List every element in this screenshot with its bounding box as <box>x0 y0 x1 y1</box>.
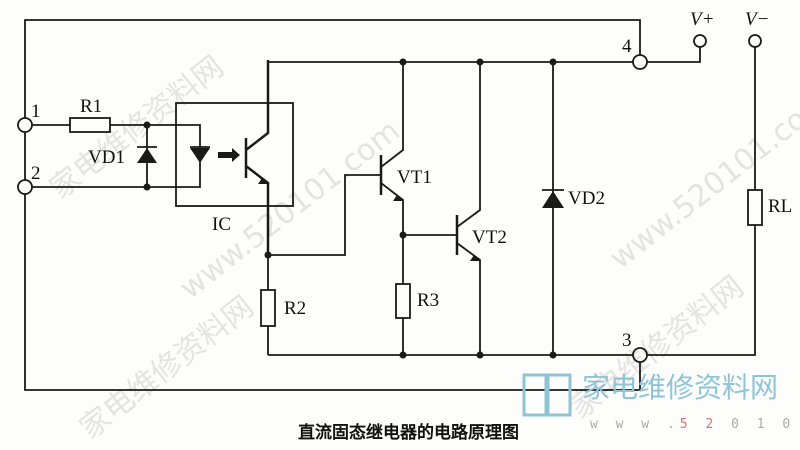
optocoupler-ic-box <box>175 102 294 207</box>
label-vplus: V+ <box>690 9 714 30</box>
label-terminal-1: 1 <box>31 101 41 122</box>
phototransistor <box>244 60 270 255</box>
output-wires <box>647 47 756 356</box>
r3-wires <box>402 234 456 355</box>
label-vt2: VT2 <box>472 227 507 248</box>
transistor-vt2 <box>455 62 481 355</box>
resistor-r1 <box>69 117 111 133</box>
resistor-r2 <box>260 289 276 327</box>
label-r2: R2 <box>284 298 306 319</box>
rail-junctions <box>399 58 557 359</box>
svg-text:家电维修资料网: 家电维修资料网 <box>43 49 230 206</box>
resistor-r3 <box>395 283 411 319</box>
label-vd1: VD1 <box>88 147 125 168</box>
diode-vd2 <box>542 62 564 355</box>
terminal-4 <box>632 54 648 70</box>
label-rl: RL <box>768 196 792 217</box>
diode-vd1 <box>137 125 157 187</box>
terminal-vminus <box>748 34 762 48</box>
label-vd2: VD2 <box>568 188 605 209</box>
terminal-1 <box>17 117 33 133</box>
svg-text:家电维修资料网: 家电维修资料网 <box>582 371 778 404</box>
svg-text:w w w .5 2 0 1 0 1 . c o m: w w w .5 2 0 1 0 1 . c o m <box>590 417 800 432</box>
diagram-caption: 直流固态继电器的电路原理图 <box>298 422 519 443</box>
terminal-vplus <box>693 34 707 48</box>
label-ic: IC <box>212 214 231 235</box>
svg-text:家电维修资料网: 家电维修资料网 <box>73 289 260 446</box>
label-terminal-3: 3 <box>622 330 632 351</box>
label-r1: R1 <box>80 96 102 117</box>
watermark-logo: 家电维修资料网 w w w .5 2 0 1 0 1 . c o m <box>522 371 800 432</box>
junction <box>143 183 151 191</box>
junction <box>143 121 151 129</box>
led-icon <box>190 146 240 163</box>
r2-wires <box>267 174 380 355</box>
outer-frame <box>24 19 641 391</box>
terminal-3 <box>632 347 648 363</box>
resistor-rl <box>747 189 763 226</box>
terminal-2 <box>17 179 33 195</box>
label-vt1: VT1 <box>397 167 432 188</box>
svg-text:www.520101.com: www.520101.com <box>603 83 800 276</box>
label-r3: R3 <box>417 290 439 311</box>
transistor-vt1 <box>379 62 404 235</box>
label-vminus: V− <box>745 9 769 30</box>
label-terminal-2: 2 <box>31 163 41 184</box>
svg-text:www.520101.com: www.520101.com <box>173 113 406 306</box>
junction <box>399 231 407 239</box>
junction <box>264 251 272 259</box>
label-terminal-4: 4 <box>622 36 632 57</box>
